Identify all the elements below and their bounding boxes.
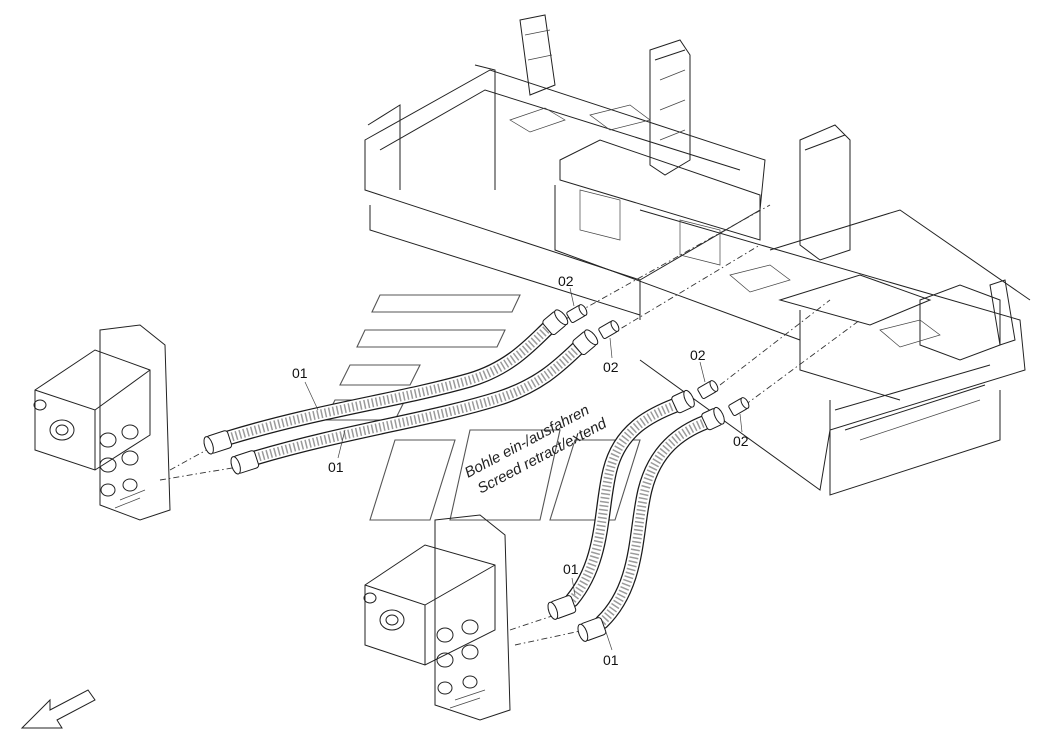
callout-02-a: 02 (558, 273, 574, 289)
callout-02-b: 02 (603, 359, 619, 375)
adapter-02-d (728, 397, 750, 416)
hose-lower-2 (594, 414, 714, 630)
hose-fitting-left-2 (230, 450, 260, 475)
hose-fitting-lower-bottom-2 (577, 617, 607, 642)
adapter-02-a (566, 304, 588, 323)
valve-block-bottom (363, 514, 511, 721)
paver-frame (364, 14, 1031, 496)
callout-01-c: 01 (563, 561, 579, 577)
valve-block-left (33, 324, 171, 521)
callout-01-a: 01 (292, 365, 308, 381)
connection-lines (159, 204, 861, 646)
hose-fitting-lower-bottom-1 (547, 595, 577, 620)
callout-01-d: 01 (603, 652, 619, 668)
callouts: 02 02 02 02 01 01 01 01 (292, 273, 749, 668)
adapter-02-b (598, 320, 620, 339)
callout-01-b: 01 (328, 459, 344, 475)
adapter-02-c (697, 380, 719, 399)
leader-lines (304, 287, 743, 651)
hose-lower-1 (564, 397, 684, 608)
hose-fitting-right-1 (542, 309, 569, 336)
hose-upper-2 (247, 340, 586, 466)
callout-02-d: 02 (733, 433, 749, 449)
hose-upper-1 (220, 320, 556, 446)
hose-fitting-right-2 (572, 329, 599, 356)
hose-fitting-lower-top-1 (671, 389, 695, 414)
arrow-icon (20, 689, 96, 729)
callout-02-c: 02 (690, 347, 706, 363)
hose-fitting-left-1 (203, 430, 233, 455)
caption: Bohle ein-/ausfahren Screed retract/exte… (462, 402, 610, 498)
hose-fitting-lower-top-2 (701, 406, 725, 431)
